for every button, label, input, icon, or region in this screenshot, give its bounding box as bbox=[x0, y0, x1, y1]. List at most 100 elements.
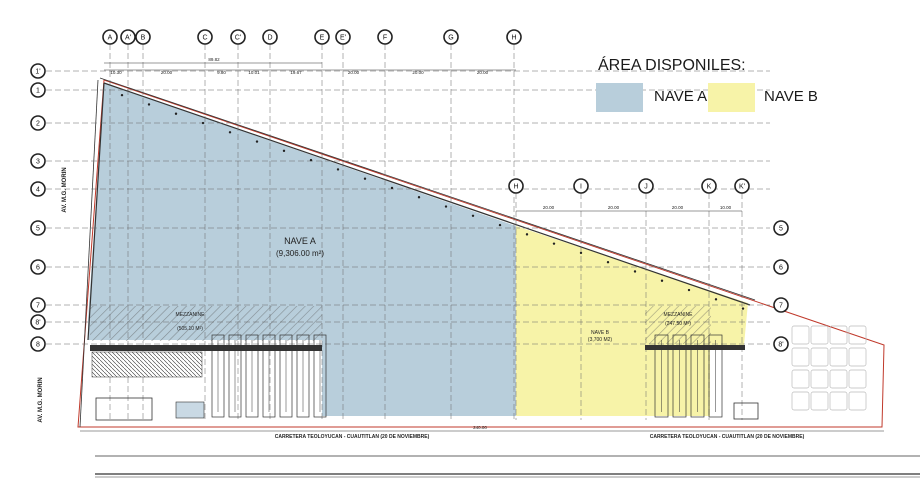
dock-block-a bbox=[90, 345, 322, 351]
grid-bubble-label: D bbox=[267, 35, 272, 42]
grid-bubble-label: E' bbox=[340, 35, 346, 42]
mezzanine-a-area-label: (505.10 M²) bbox=[177, 326, 203, 332]
grid-bubble-circle bbox=[30, 314, 46, 330]
nave-b-area-label: (3,700 M2) bbox=[588, 337, 613, 343]
grid-bubble: 8 bbox=[30, 336, 46, 352]
grid-bubble-circle bbox=[30, 153, 46, 169]
grid-bubble-label: 8' bbox=[778, 342, 783, 349]
legend-title: ÁREA DISPONILES: bbox=[598, 57, 746, 74]
west-wall-outer bbox=[79, 79, 99, 428]
parking-stall bbox=[848, 347, 867, 367]
grid-bubble: G bbox=[443, 29, 459, 45]
parking-stall bbox=[829, 325, 848, 345]
legend-swatch-nave-a bbox=[596, 83, 643, 112]
column-mark bbox=[336, 168, 340, 171]
grid-bubble-circle bbox=[773, 259, 789, 275]
dimension-label: 20.00 bbox=[348, 70, 360, 75]
dimension-label: 19.67 bbox=[290, 70, 302, 75]
grid-bubble-label: G bbox=[448, 35, 453, 42]
nave-a-area-label: (9,306.00 m²) bbox=[276, 249, 324, 258]
grid-bubble-label: 8' bbox=[35, 320, 40, 327]
dock-stall bbox=[245, 334, 259, 418]
loading-zone bbox=[91, 351, 203, 378]
legend-label-nave-b: NAVE B bbox=[764, 88, 818, 105]
grid-bubble-circle bbox=[30, 259, 46, 275]
grid-bubble: H bbox=[508, 178, 524, 194]
grid-bubble-label: C' bbox=[235, 35, 241, 42]
dimension-label: 20.00 bbox=[608, 205, 620, 210]
grid-bubble: 1 bbox=[30, 82, 46, 98]
grid-bubble: 5 bbox=[773, 220, 789, 236]
parking-stalls bbox=[791, 325, 867, 411]
column-mark bbox=[525, 233, 529, 236]
column-mark bbox=[390, 186, 394, 190]
column-mark bbox=[255, 140, 259, 143]
grid-bubble: 3 bbox=[30, 153, 46, 169]
column-mark bbox=[417, 196, 421, 199]
grid-bubble-label: E bbox=[320, 35, 325, 42]
dock-stall bbox=[313, 334, 327, 418]
grid-bubble-label: I bbox=[580, 184, 582, 191]
grid-bubble-label: A' bbox=[125, 35, 131, 42]
property-boundary bbox=[77, 79, 885, 428]
dock-stalls-a bbox=[91, 334, 327, 418]
office-a bbox=[95, 397, 153, 421]
grid-bubble-circle bbox=[773, 297, 789, 313]
parking-stall bbox=[848, 369, 867, 389]
grid-bubble: D bbox=[262, 29, 278, 45]
grid-bubble-label: 1' bbox=[35, 69, 40, 76]
grid-bubble-circle bbox=[135, 29, 151, 45]
dock-stall bbox=[228, 334, 242, 418]
grid-bubble: J bbox=[638, 178, 654, 194]
column-mark bbox=[633, 270, 637, 273]
grid-bubble-label: K bbox=[707, 184, 712, 191]
parking-stall bbox=[810, 391, 829, 411]
grid-bubble: 2 bbox=[30, 115, 46, 131]
grid-bubble-circle bbox=[30, 336, 46, 352]
grid-bubble: 8' bbox=[773, 336, 789, 352]
dock-stall bbox=[211, 334, 225, 418]
grid-bubble-label: 8 bbox=[36, 342, 40, 349]
parking-stall bbox=[829, 347, 848, 367]
grid-bubble: A bbox=[102, 29, 118, 45]
grid-bubble-circle bbox=[335, 29, 351, 45]
grid-bubble: I bbox=[573, 178, 589, 194]
nave-b-label: NAVE B bbox=[591, 330, 610, 336]
dimension-label: 20.00 bbox=[672, 205, 684, 210]
grid-bubble-circle bbox=[773, 336, 789, 352]
grid-bubble: E bbox=[314, 29, 330, 45]
grid-bubble: K' bbox=[734, 178, 750, 194]
column-mark bbox=[120, 93, 124, 97]
grid-bubble-circle bbox=[701, 178, 717, 194]
grid-bubble-label: 2 bbox=[36, 121, 40, 128]
grid-bubble-label: 5 bbox=[779, 226, 783, 233]
street-left-top: AV. M.G. MORIN bbox=[62, 167, 68, 212]
grid-bubble-label: 3 bbox=[36, 159, 40, 166]
mezzanine-b-area-label: (247.50 M²) bbox=[665, 321, 691, 327]
grid-bubble: 8' bbox=[30, 314, 46, 330]
grid-bubble: C' bbox=[230, 29, 246, 45]
office-a2 bbox=[175, 401, 205, 419]
grid-bubble-label: 6 bbox=[36, 265, 40, 272]
legend-swatch-nave-b bbox=[708, 83, 755, 112]
column-mark bbox=[201, 121, 205, 125]
grid-bubble-label: 7 bbox=[779, 303, 783, 310]
grid-bubble-circle bbox=[508, 178, 524, 194]
grid-bubble: 7 bbox=[30, 297, 46, 313]
parking-stall bbox=[848, 391, 867, 411]
bottom-total-dim: 240.00 bbox=[473, 425, 487, 430]
grid-bubble-label: H bbox=[513, 184, 518, 191]
column-mark bbox=[309, 158, 313, 162]
grid-bubble-circle bbox=[30, 297, 46, 313]
legend-label-nave-a: NAVE A bbox=[654, 88, 708, 105]
grid-bubble-label: K' bbox=[739, 184, 745, 191]
grid-bubble-circle bbox=[230, 29, 246, 45]
grid-bubble-label: 7 bbox=[36, 303, 40, 310]
grid-bubble-circle bbox=[573, 178, 589, 194]
parking-stall bbox=[791, 391, 810, 411]
grid-bubble-circle bbox=[377, 29, 393, 45]
grid-bubble-label: B bbox=[141, 35, 146, 42]
